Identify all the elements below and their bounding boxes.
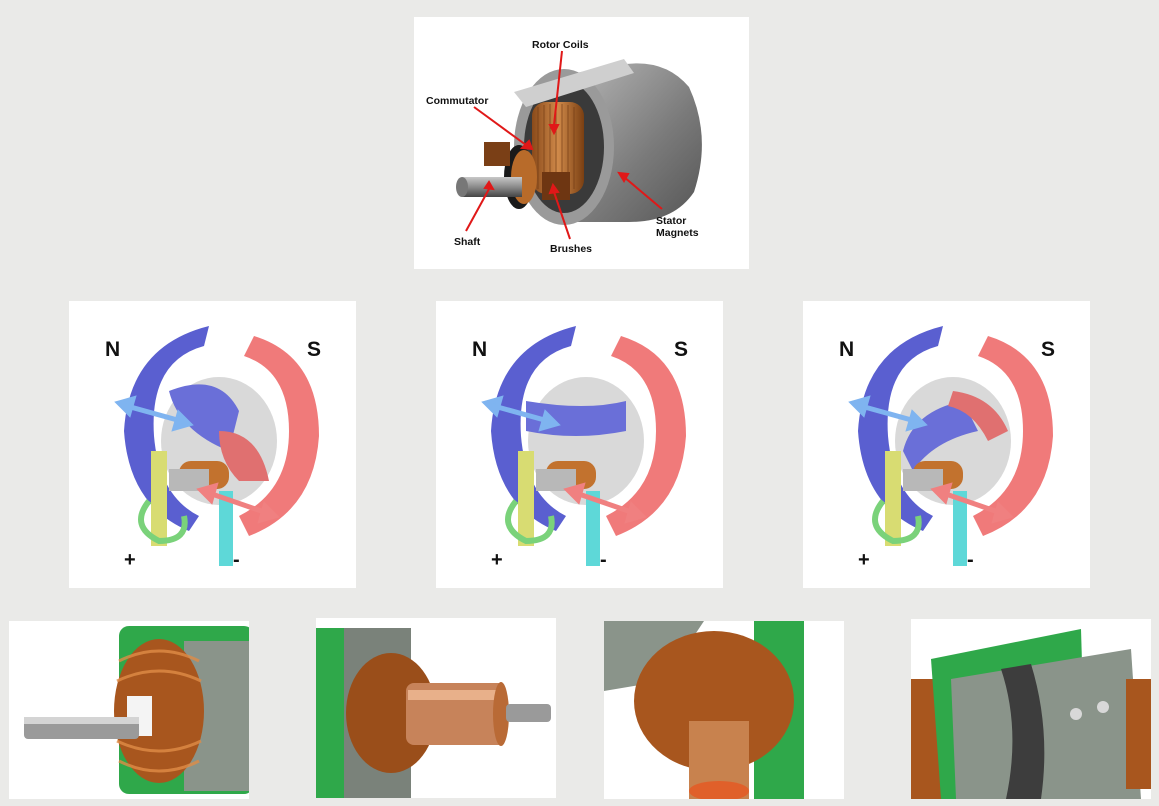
photo-brushes xyxy=(604,621,844,799)
rotation-step-3: N S + - xyxy=(803,301,1090,588)
south-pole-label: S xyxy=(674,338,689,361)
label-commutator: Commutator xyxy=(426,95,489,107)
south-pole-label: S xyxy=(1041,338,1056,361)
negative-terminal-label: - xyxy=(600,549,607,571)
south-pole-label: S xyxy=(307,338,322,361)
north-pole-label: N xyxy=(472,338,488,361)
motor-photo-illustration xyxy=(24,626,249,794)
motor-step-illustration xyxy=(848,326,1053,566)
positive-terminal-label: + xyxy=(491,549,503,571)
photo-commutator xyxy=(316,618,556,798)
negative-terminal-label: - xyxy=(233,549,240,571)
negative-terminal-label: - xyxy=(967,549,974,571)
label-stator: Stator xyxy=(656,215,687,227)
north-pole-label: N xyxy=(105,338,121,361)
label-brushes: Brushes xyxy=(550,243,593,255)
label-magnets: Magnets xyxy=(656,227,699,239)
positive-terminal-label: + xyxy=(858,549,870,571)
photo-rotor-armature xyxy=(911,619,1151,799)
motor-parts-diagram: Rotor Coils Commutator Stator Magnets Sh… xyxy=(414,17,749,269)
motor-cutaway-illustration xyxy=(456,50,702,240)
motor-step-illustration xyxy=(481,326,686,566)
motor-photo-illustration xyxy=(604,621,844,799)
positive-terminal-label: + xyxy=(124,549,136,571)
motor-step-illustration xyxy=(114,326,319,566)
photo-motor-shaft xyxy=(9,621,249,799)
label-shaft: Shaft xyxy=(454,236,481,248)
rotation-step-2: N S + - xyxy=(436,301,723,588)
rotation-step-1: N S + - xyxy=(69,301,356,588)
motor-photo-illustration xyxy=(316,628,551,798)
label-rotor-coils: Rotor Coils xyxy=(532,39,589,51)
north-pole-label: N xyxy=(839,338,855,361)
motor-photo-illustration xyxy=(911,629,1151,799)
